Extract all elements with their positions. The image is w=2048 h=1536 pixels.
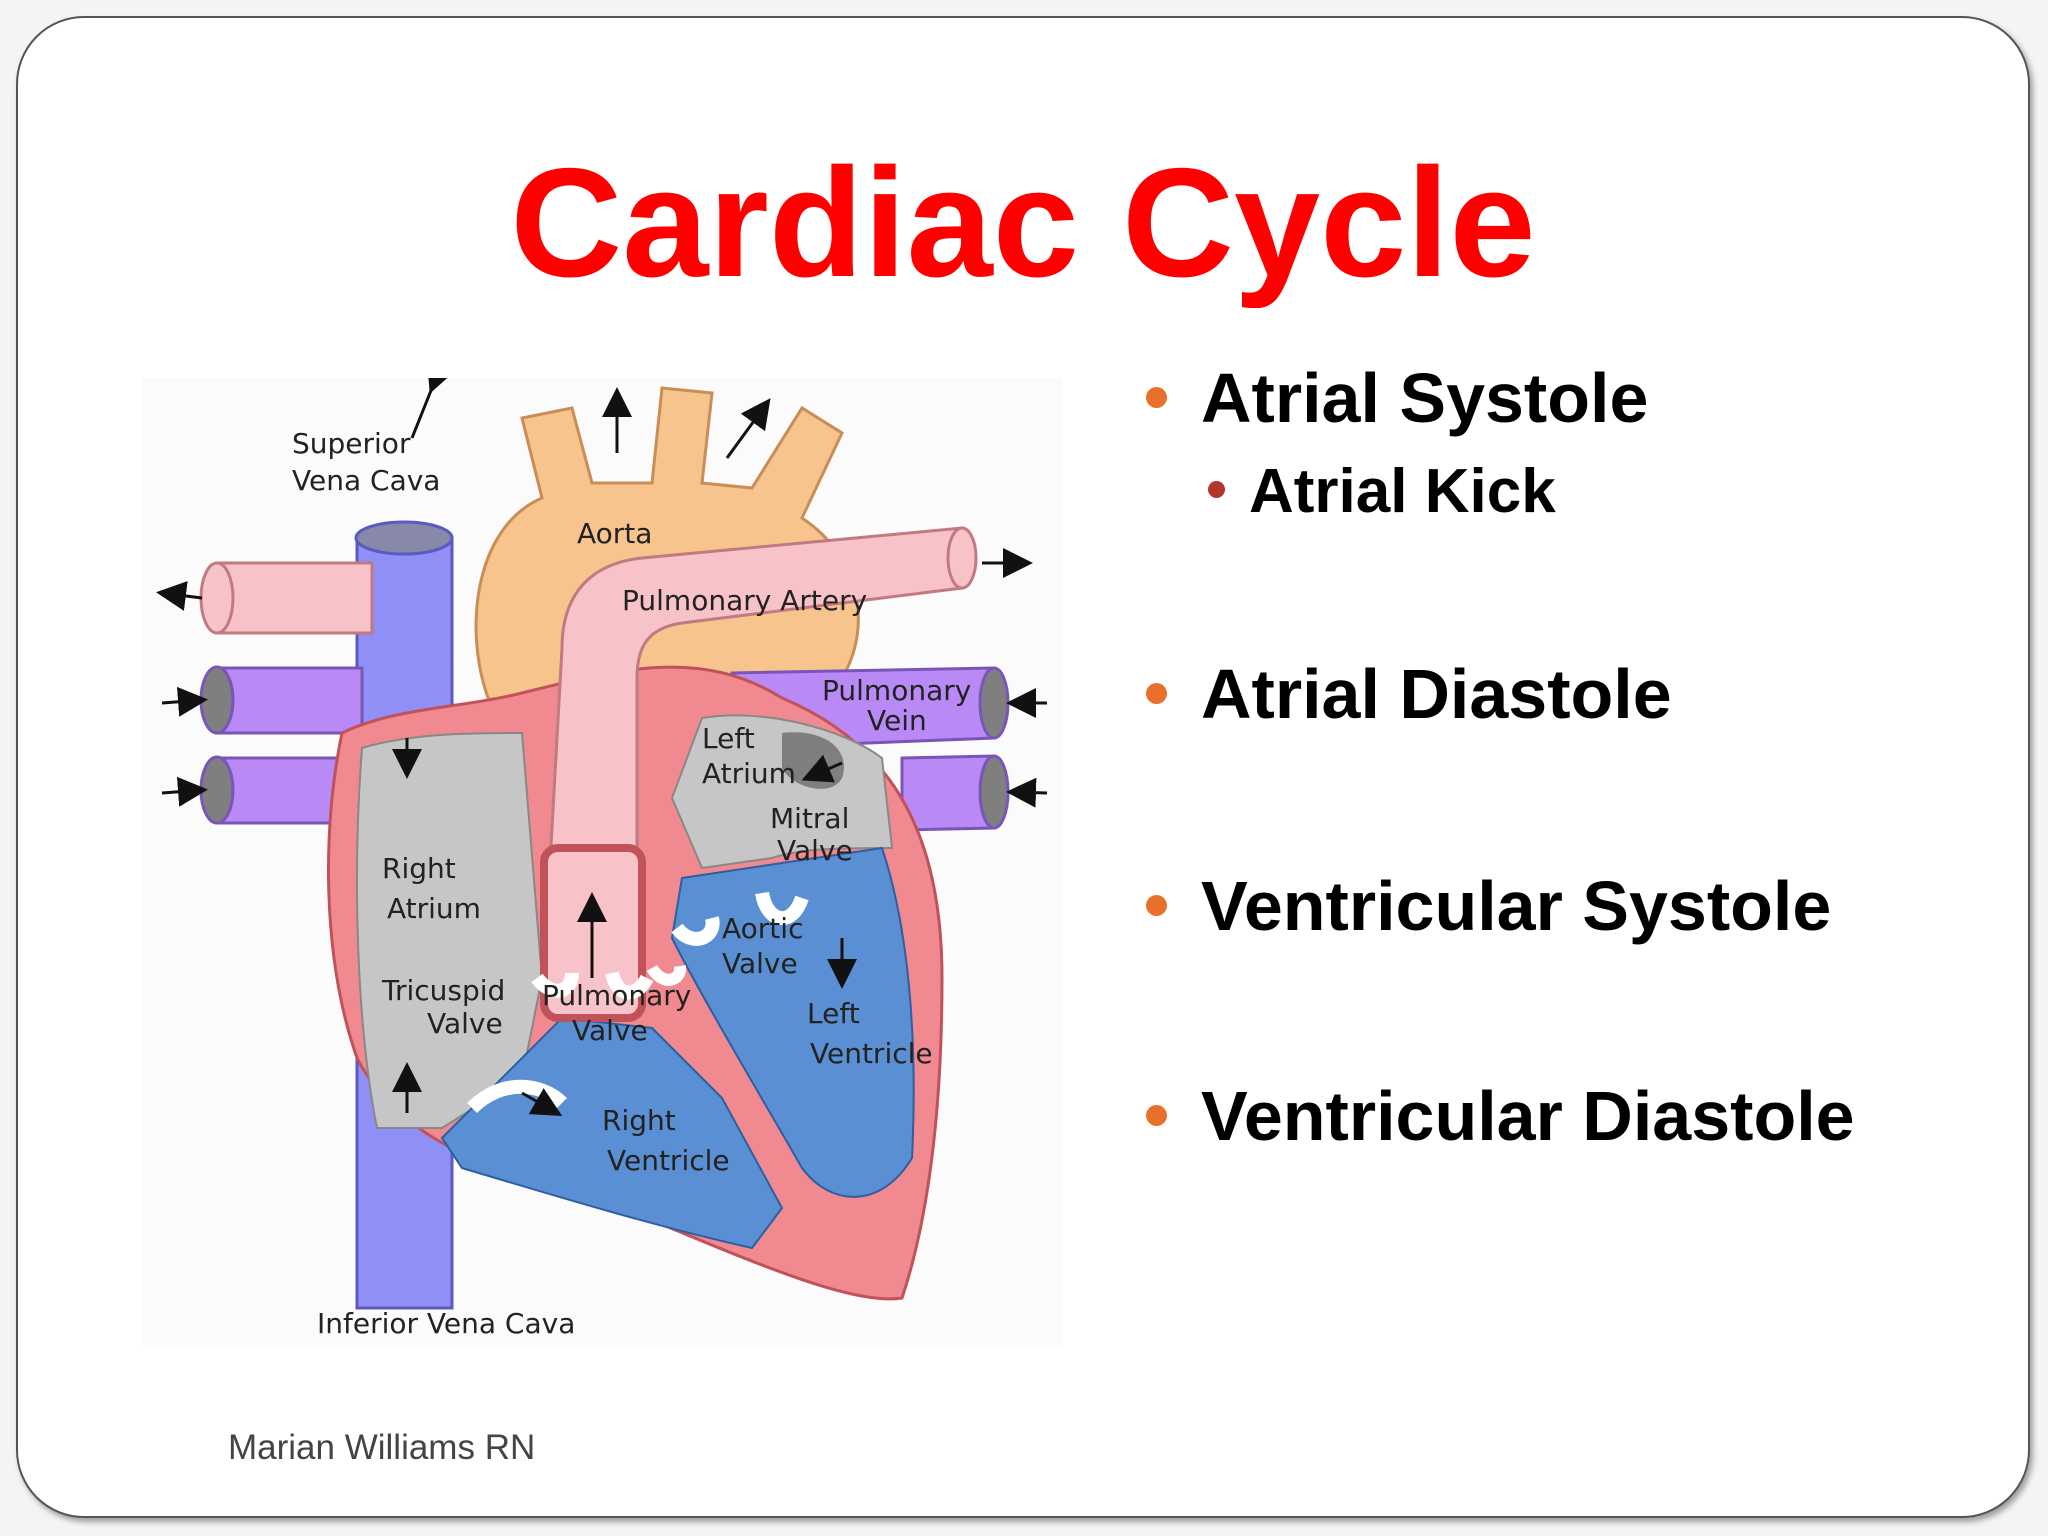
label-right-ventricle-2: Ventricle	[607, 1144, 730, 1177]
label-pulmonary-vein-2: Vein	[867, 704, 927, 737]
label-left-ventricle-2: Ventricle	[810, 1037, 933, 1070]
label-right-atrium-2: Atrium	[387, 892, 481, 925]
label-inferior-vena-cava: Inferior Vena Cava	[317, 1307, 575, 1340]
label-left-ventricle: Left	[807, 997, 860, 1030]
bullet-atrial-diastole: Atrial Diastole	[1146, 654, 1672, 734]
right-ventricle-shape	[440, 1016, 784, 1250]
label-pulmonary-artery: Pulmonary Artery	[622, 584, 867, 617]
label-tricuspid-valve: Tricuspid	[381, 974, 505, 1007]
bullet-atrial-kick: Atrial Kick	[1208, 456, 1556, 528]
bullet-ventricular-diastole: Ventricular Diastole	[1146, 1076, 1855, 1156]
bullet-dot-icon	[1146, 895, 1167, 917]
label-tricuspid-valve-2: Valve	[427, 1007, 503, 1040]
right-pulmonary-artery-shape	[215, 561, 374, 635]
label-pulmonary-valve-2: Valve	[572, 1014, 648, 1047]
label-right-atrium: Right	[382, 852, 456, 885]
label-pulmonary-valve: Pulmonary	[542, 979, 691, 1012]
label-superior-vena-cava: Superior	[292, 427, 411, 460]
slide-title: Cardiac Cycle	[510, 136, 1536, 309]
label-right-ventricle: Right	[602, 1104, 676, 1137]
label-aortic-valve: Aortic	[722, 912, 803, 945]
bullet-atrial-systole: Atrial Systole	[1146, 358, 1648, 438]
slide: Cardiac Cycle	[16, 16, 2030, 1518]
bullet-dot-icon	[1146, 683, 1167, 705]
bullet-ventricular-systole: Ventricular Systole	[1146, 866, 1831, 946]
label-left-atrium-2: Atrium	[702, 757, 796, 790]
label-pulmonary-vein: Pulmonary	[822, 674, 971, 707]
heart-diagram-svg: Superior Vena Cava Aorta Pulmonary Arter…	[156, 378, 1048, 1340]
left-ventricle-shape	[670, 846, 915, 1198]
label-left-atrium: Left	[702, 722, 755, 755]
label-aortic-valve-2: Valve	[722, 947, 798, 980]
label-superior-vena-cava-2: Vena Cava	[292, 464, 440, 497]
heart-diagram: Superior Vena Cava Aorta Pulmonary Arter…	[142, 378, 1062, 1348]
footer-author: Marian Williams RN	[228, 1428, 536, 1467]
bullet-dot-icon	[1146, 387, 1167, 409]
label-mitral-valve: Mitral	[770, 802, 849, 835]
right-atrium-shape	[356, 731, 544, 1129]
label-aorta: Aorta	[577, 517, 652, 550]
bullet-dot-icon	[1208, 481, 1225, 499]
label-mitral-valve-2: Valve	[777, 834, 853, 867]
pulmonary-artery-shape	[545, 526, 964, 920]
bullet-dot-icon	[1146, 1105, 1167, 1127]
